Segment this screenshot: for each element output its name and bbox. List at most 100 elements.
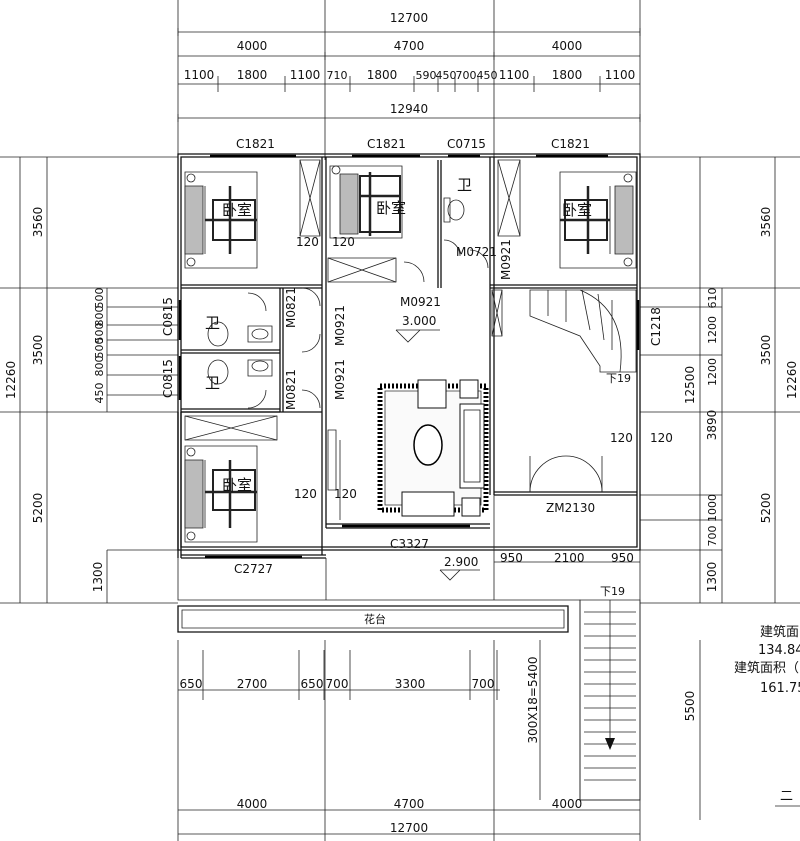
dim-left-total: 12260 [4,361,18,399]
area-label-1: 建筑面 [760,624,799,640]
dim-right-span-3: 5200 [759,493,773,524]
window-label-living: C3327 [390,537,429,551]
window-label-bath-left-2: C0815 [161,359,175,398]
right-dimensions: 3560 3500 5200 1300 12260 610 1200 1200 … [640,157,799,820]
interior-stair [492,290,636,372]
living-furniture [380,380,486,516]
dim-left-span-1: 3560 [31,207,45,238]
door-label-m0821-a: M0821 [284,287,298,328]
dim-top-detail-11: 1800 [552,68,583,82]
dim-right-span-2: 3500 [759,335,773,366]
window-label-stair: C1218 [649,307,663,346]
dim-bottom-detail-5: 3300 [395,677,426,691]
porch-dim-1: 950 [500,551,523,565]
door-swings [248,240,488,408]
planter: 花台 [178,606,568,632]
dim-right-span-4: 1300 [705,562,719,593]
dim-top-detail-2: 1800 [237,68,268,82]
top-dimensions: 12700 4000 4700 4000 1100 1800 1100 710 … [178,11,640,122]
door-label-m0921-c: M0921 [400,295,441,309]
dim-left-detail-3: 500 [93,323,106,344]
area-value-2: 161.75 [760,681,800,696]
room-label-bath-1: 卫 [205,314,220,332]
wall-label-4: 120 [334,487,357,501]
level-upper: 3.000 [402,314,436,328]
dim-stair-right: 5500 [683,691,697,722]
dim-right-detail-1: 610 [706,288,719,309]
bed-topleft [185,172,257,268]
dim-left-span-4: 1300 [91,562,105,593]
bottom-dimensions: 650 2700 650 700 3300 700 4000 4700 4000… [178,640,640,835]
title-fragment: 二 [780,789,793,804]
wall-label-1: 120 [296,235,319,249]
dim-left-span-2: 3500 [31,335,45,366]
window-label-bed3: C1821 [551,137,590,151]
dim-top-overall: 12940 [390,102,428,116]
dim-top-detail-9: 450 [477,69,498,82]
dim-bottom-detail-4: 700 [326,677,349,691]
dim-right-span-1: 3560 [759,207,773,238]
dim-top-span-3: 4000 [552,39,583,53]
bed-topright [560,172,636,268]
room-label-bedroom-4: 卧室 [222,476,252,494]
bed-bottomleft [185,446,257,542]
porch-dim-3: 950 [611,551,634,565]
dim-left-detail-2: 800 [93,306,106,327]
dim-top-total: 12700 [390,11,428,25]
dim-bottom-span-3: 4000 [552,797,583,811]
dim-top-detail-1: 1100 [184,68,215,82]
dim-bottom-total: 12700 [390,821,428,835]
dim-top-detail-6: 590 [416,69,437,82]
dim-right-total: 12260 [785,361,799,399]
window-label-bed2: C1821 [367,137,406,151]
dim-bottom-detail-6: 700 [472,677,495,691]
dim-bottom-detail-3: 650 [301,677,324,691]
area-value-1: 134.84 [758,643,800,658]
level-mark-upper: 3.000 [396,314,440,342]
door-label-m0821-b: M0821 [284,369,298,410]
window-marks [180,156,638,557]
dim-left-detail-6: 450 [93,383,106,404]
dim-left-detail-5: 800 [93,356,106,377]
wall-label-5: 120 [610,431,633,445]
dim-top-detail-8: 700 [456,69,477,82]
room-label-bedroom-2: 卧室 [376,199,406,217]
exterior-stair [580,600,640,800]
wall-label-2: 120 [332,235,355,249]
dim-top-detail-5: 1800 [367,68,398,82]
dim-bottom-span-1: 4000 [237,797,268,811]
dim-right-detail-2: 1200 [706,316,719,344]
dim-top-detail-12: 1100 [605,68,636,82]
level-mark-lower: 2.900 [440,555,480,580]
tv-cabinet [328,430,340,520]
porch-dims: 950 2100 950 [494,551,640,565]
bath-fixtures [208,198,464,384]
exterior-stair-down-label: 下19 [600,585,625,598]
dim-right-detail-5: 700 [706,526,719,547]
wall-label-3: 120 [294,487,317,501]
dim-right-mid-1: 12500 [683,366,697,404]
bed-topmiddle [330,166,402,238]
dim-bottom-detail-2: 2700 [237,677,268,691]
dim-left-span-3: 5200 [31,493,45,524]
left-dimensions: 3560 3500 5200 1300 12260 500 800 500 50… [4,157,178,603]
dim-top-detail-3: 1100 [290,68,321,82]
interior-stair-down-label: 下19 [606,372,631,385]
dim-bottom-span-2: 4700 [394,797,425,811]
dim-left-detail-1: 500 [93,288,106,309]
window-label-bed1: C1821 [236,137,275,151]
room-label-bedroom-3: 卧室 [562,201,592,219]
door-label-m0721: M0721 [456,245,497,259]
area-label-2: 建筑面积（ [734,660,799,676]
window-label-bath-top: C0715 [447,137,486,151]
dim-top-span-1: 4000 [237,39,268,53]
dim-right-detail-4: 1000 [706,494,719,522]
dim-left-detail-4: 500 [93,338,106,359]
dim-stair-run: 300X18=5400 [526,657,540,744]
wardrobes [185,160,520,440]
dim-bottom-detail-1: 650 [180,677,203,691]
area-notes: 建筑面 134.84 建筑面积（ 161.75 二 [734,624,800,806]
room-label-bedroom-1: 卧室 [222,201,252,219]
